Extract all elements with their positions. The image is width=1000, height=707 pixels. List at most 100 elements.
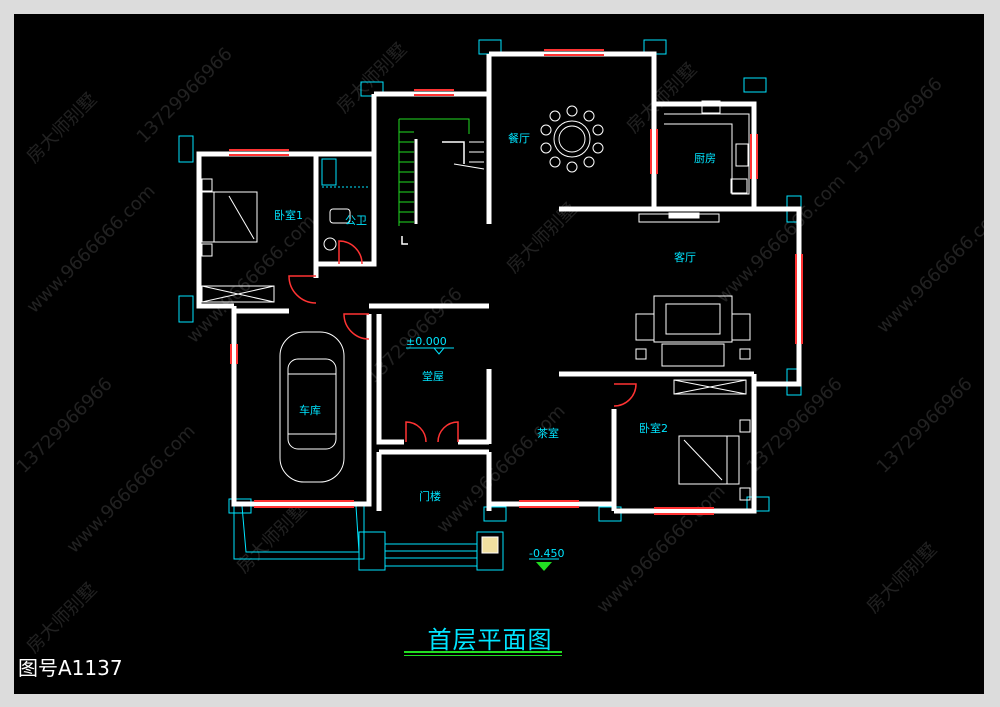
nightstand-icon <box>201 178 213 192</box>
stair-tread <box>453 163 485 170</box>
room-label-garage: 车库 <box>299 403 321 417</box>
kitchen-counter-icon <box>664 113 750 195</box>
chair-icon <box>566 161 578 173</box>
room-label-kitchen: 厨房 <box>694 152 716 165</box>
chair-icon <box>549 156 561 168</box>
chair-icon <box>583 156 595 168</box>
room-label-layer: 卧室1 公卫 餐厅 厨房 客厅 车库 堂屋 茶室 卧室2 门楼 <box>274 131 716 503</box>
stair-up-arrow-icon <box>401 236 408 245</box>
room-label-bedroom2: 卧室2 <box>639 421 668 435</box>
door-swing <box>288 275 317 304</box>
furniture-layer <box>201 100 751 501</box>
room-label-living: 客厅 <box>674 250 696 264</box>
room-label-bathroom: 公卫 <box>345 214 367 227</box>
side-table-icon <box>739 348 751 360</box>
watermark-phone: 13729966966 <box>743 374 847 478</box>
wardrobe-icon <box>673 379 747 395</box>
car-roof <box>287 358 337 450</box>
armchair-icon <box>635 313 655 341</box>
watermark-layer: 房大师别墅 13729966966 www.9666666.com 房大师别墅 … <box>14 39 984 657</box>
room-label-hall: 堂屋 <box>422 370 444 383</box>
watermark-brand: 房大师别墅 <box>623 59 701 137</box>
drawing-title: 首层平面图 <box>427 626 553 654</box>
column <box>598 506 622 522</box>
level-marker-floor: ±0.000 <box>406 335 454 355</box>
stair-outline <box>399 118 470 134</box>
porch-steps <box>233 505 504 571</box>
door-swing <box>405 421 427 443</box>
porch-pillar <box>358 531 386 571</box>
wall-layer <box>196 51 802 514</box>
wall-stair <box>374 91 492 224</box>
car-icon <box>279 331 345 483</box>
wardrobe-icon <box>201 285 275 303</box>
chair-icon <box>549 110 561 122</box>
wall-dining-kitchen <box>489 51 757 212</box>
washbasin-icon <box>323 237 337 251</box>
wall-bedroom2 <box>614 374 757 514</box>
title-underline <box>404 655 562 656</box>
wall-garage <box>231 306 372 507</box>
watermark-brand: 房大师别墅 <box>23 89 101 167</box>
column <box>178 295 194 323</box>
door-swing <box>613 383 637 407</box>
watermark-site: www.9666666.com <box>63 421 200 558</box>
chair-icon <box>592 142 604 154</box>
watermark-phone: 13729966966 <box>873 374 977 478</box>
watermark-site: www.9666666.com <box>433 401 570 538</box>
side-table-icon <box>635 348 647 360</box>
tv-icon <box>668 212 700 219</box>
drawing-canvas: 房大师别墅 13729966966 www.9666666.com 房大师别墅 … <box>14 14 984 694</box>
porch-lamp-icon <box>481 536 499 554</box>
chair-icon <box>540 142 552 154</box>
shower-icon <box>321 158 337 186</box>
nightstand-icon <box>739 487 751 501</box>
sink-icon <box>735 143 749 167</box>
chair-icon <box>540 124 552 136</box>
wall-hall <box>376 314 404 445</box>
sofa-icon <box>661 343 725 367</box>
stair-door <box>442 141 465 164</box>
bed-icon <box>201 191 258 243</box>
watermark-brand: 房大师别墅 <box>23 579 101 657</box>
wardrobe-icon <box>201 285 275 303</box>
chair-icon <box>566 105 578 117</box>
bed-icon <box>683 439 723 481</box>
room-label-porch: 门楼 <box>419 489 441 503</box>
column <box>178 135 194 163</box>
toilet-icon <box>329 208 351 224</box>
watermark-site: www.9666666.com <box>23 181 160 318</box>
window-layer <box>229 49 803 515</box>
wardrobe-icon <box>673 379 747 395</box>
wall-bathroom <box>314 94 377 267</box>
door-swing <box>338 240 363 265</box>
garage-ramp <box>241 505 360 553</box>
outdoor-level-label: -0.450 <box>529 547 564 560</box>
watermark-site: www.9666666.com <box>873 201 984 338</box>
fridge-icon <box>730 178 748 194</box>
room-label-bedroom1: 卧室1 <box>274 208 303 222</box>
nightstand-icon <box>201 243 213 257</box>
room-label-tea: 茶室 <box>537 426 559 440</box>
watermark-phone: 13729966966 <box>133 44 237 148</box>
level-marker-outdoor: -0.450 <box>529 547 564 571</box>
chair-icon <box>592 124 604 136</box>
stove-icon <box>701 100 721 114</box>
watermark-phone: 13729966966 <box>14 374 117 478</box>
armchair-icon <box>731 313 751 341</box>
watermark-site: www.9666666.com <box>713 171 850 308</box>
column <box>743 77 767 93</box>
room-label-dining: 餐厅 <box>508 131 530 145</box>
watermark-brand: 房大师别墅 <box>863 539 941 617</box>
coffee-table-icon <box>665 303 721 335</box>
watermark-phone: 13729966966 <box>843 74 947 178</box>
title-underline <box>404 651 562 653</box>
watermark-site: www.9666666.com <box>183 211 320 348</box>
door-swing <box>437 421 459 443</box>
wall-living <box>754 206 802 387</box>
floor-plan: 房大师别墅 13729966966 www.9666666.com 房大师别墅 … <box>14 39 984 657</box>
chair-icon <box>583 110 595 122</box>
floor-level-label: ±0.000 <box>406 335 447 348</box>
nightstand-icon <box>739 419 751 433</box>
